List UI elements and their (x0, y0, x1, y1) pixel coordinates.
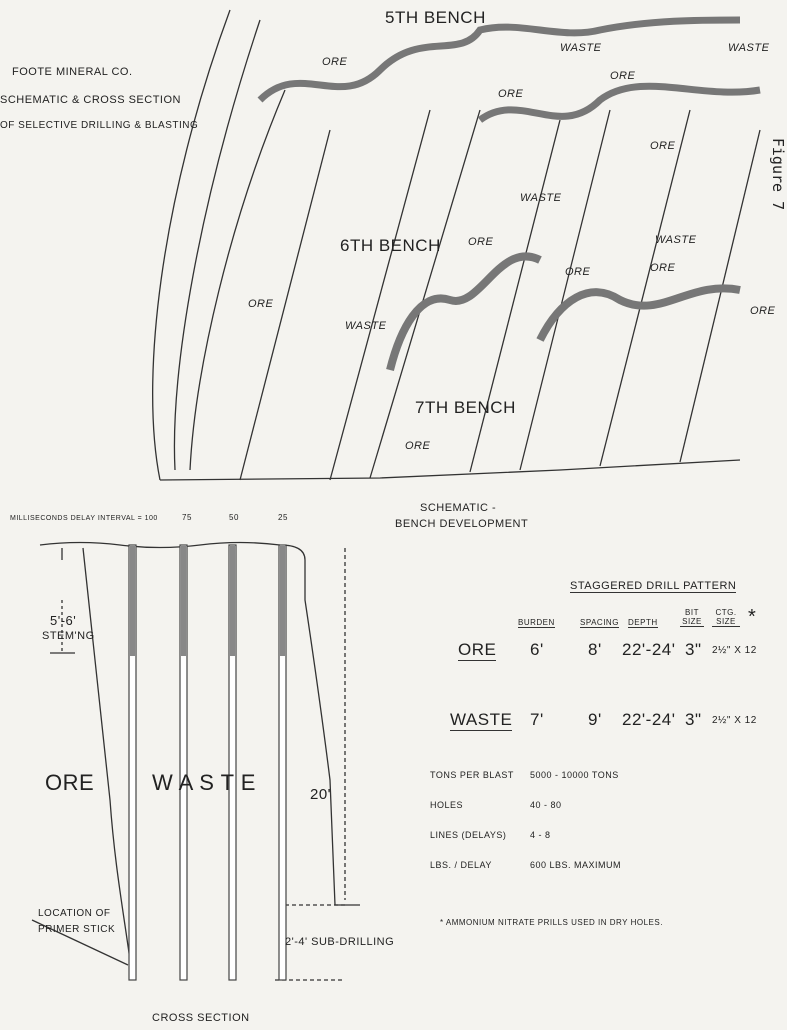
bench-face-left (152, 9, 231, 481)
waste-burden: 7' (530, 710, 544, 729)
bench-label-5: 5th Bench (385, 8, 486, 27)
spec-label: Lines (Delays) (430, 830, 507, 840)
zone-label: Ore (498, 88, 524, 100)
zone-label: Waste (655, 234, 697, 246)
zone-label: Ore (405, 440, 431, 452)
cross-section-caption: Cross Section (152, 1012, 250, 1024)
col-ctg-size: Ctg. Size (712, 608, 740, 627)
title-line1: Foote Mineral Co. (12, 66, 133, 78)
ore-depth: 22'-24' (622, 640, 676, 659)
zone-label: Ore (650, 140, 676, 152)
delay-75: 75 (182, 513, 192, 522)
zone-label: Ore (750, 305, 776, 317)
col-bit-size: Bit Size (680, 608, 704, 627)
waste-depth: 22'-24' (622, 710, 676, 729)
spec-value: 5000 - 10000 Tons (530, 770, 619, 780)
waste-bit-size: 3" (685, 710, 702, 729)
bench-label-6: 6th Bench (340, 236, 441, 255)
zone-label: Waste (520, 192, 562, 204)
col-depth: Depth (628, 618, 658, 628)
spec-value: 600 Lbs. Maximum (530, 860, 622, 870)
bench-label-7: 7th Bench (415, 398, 516, 417)
bench-caption-line1: Schematic - (420, 502, 497, 514)
zone-label: Ore (248, 298, 274, 310)
delay-50: 50 (229, 513, 239, 522)
waste-spacing: 9' (588, 710, 602, 729)
spec-value: 4 - 8 (530, 830, 551, 840)
asterisk-mark: * (748, 606, 757, 628)
zone-label: Ore (468, 236, 494, 248)
delay-interval-label: Milliseconds Delay Interval = 100 (10, 515, 158, 522)
row-label-ore: Ore (458, 640, 497, 661)
spec-label: Tons Per Blast (430, 770, 514, 780)
row-label-waste: Waste (450, 710, 513, 731)
zone-label: Waste (728, 42, 770, 54)
spec-label: Holes (430, 800, 464, 810)
stemming-label: Stem'ng (42, 630, 95, 642)
spec-value: 40 - 80 (530, 800, 562, 810)
zone-label: Waste (560, 42, 602, 54)
blast-hole-25 (278, 544, 287, 981)
footnote: * Ammonium Nitrate Prills Used In Dry Ho… (440, 918, 663, 927)
figure-label: Figure 7 (769, 137, 787, 211)
ore-waste-contact (82, 547, 133, 976)
title-line2: Schematic & Cross Section (0, 94, 181, 106)
blast-hole-50 (228, 544, 237, 981)
ore-burden: 6' (530, 640, 544, 659)
subdrilling-label: 2'-4' Sub-Drilling (285, 936, 395, 948)
zone-label: Ore (322, 56, 348, 68)
zone-label: Ore (565, 266, 591, 278)
waste-label: W A S T E (152, 770, 256, 795)
title-line3: of Selective Drilling & Blasting (0, 120, 199, 131)
ore-bit-size: 3" (685, 640, 702, 659)
ore-spacing: 8' (588, 640, 602, 659)
waste-ctg-size: 2½" x 12 (712, 715, 757, 726)
stemming-depth: 5'-6' (50, 613, 77, 628)
primer-line1: Location of (38, 908, 111, 919)
drill-pattern-title: Staggered Drill Pattern (570, 580, 737, 593)
zone-label: Ore (650, 262, 676, 274)
ore-ctg-size: 2½" x 12 (712, 645, 757, 656)
col-burden: Burden (518, 618, 555, 628)
ground-surface (39, 541, 360, 906)
blast-hole-100 (128, 544, 137, 981)
primer-line2: Primer Stick (38, 924, 116, 935)
bench-caption-line2: Bench Development (395, 518, 529, 530)
delay-25: 25 (278, 513, 288, 522)
ore-label: Ore (45, 770, 95, 795)
blast-hole-75 (179, 544, 188, 981)
bench-height: 20' (310, 786, 332, 803)
zone-label: Waste (345, 320, 387, 332)
zone-label: Ore (610, 70, 636, 82)
spec-label: Lbs. / Delay (430, 860, 492, 870)
col-spacing: Spacing (580, 618, 619, 628)
